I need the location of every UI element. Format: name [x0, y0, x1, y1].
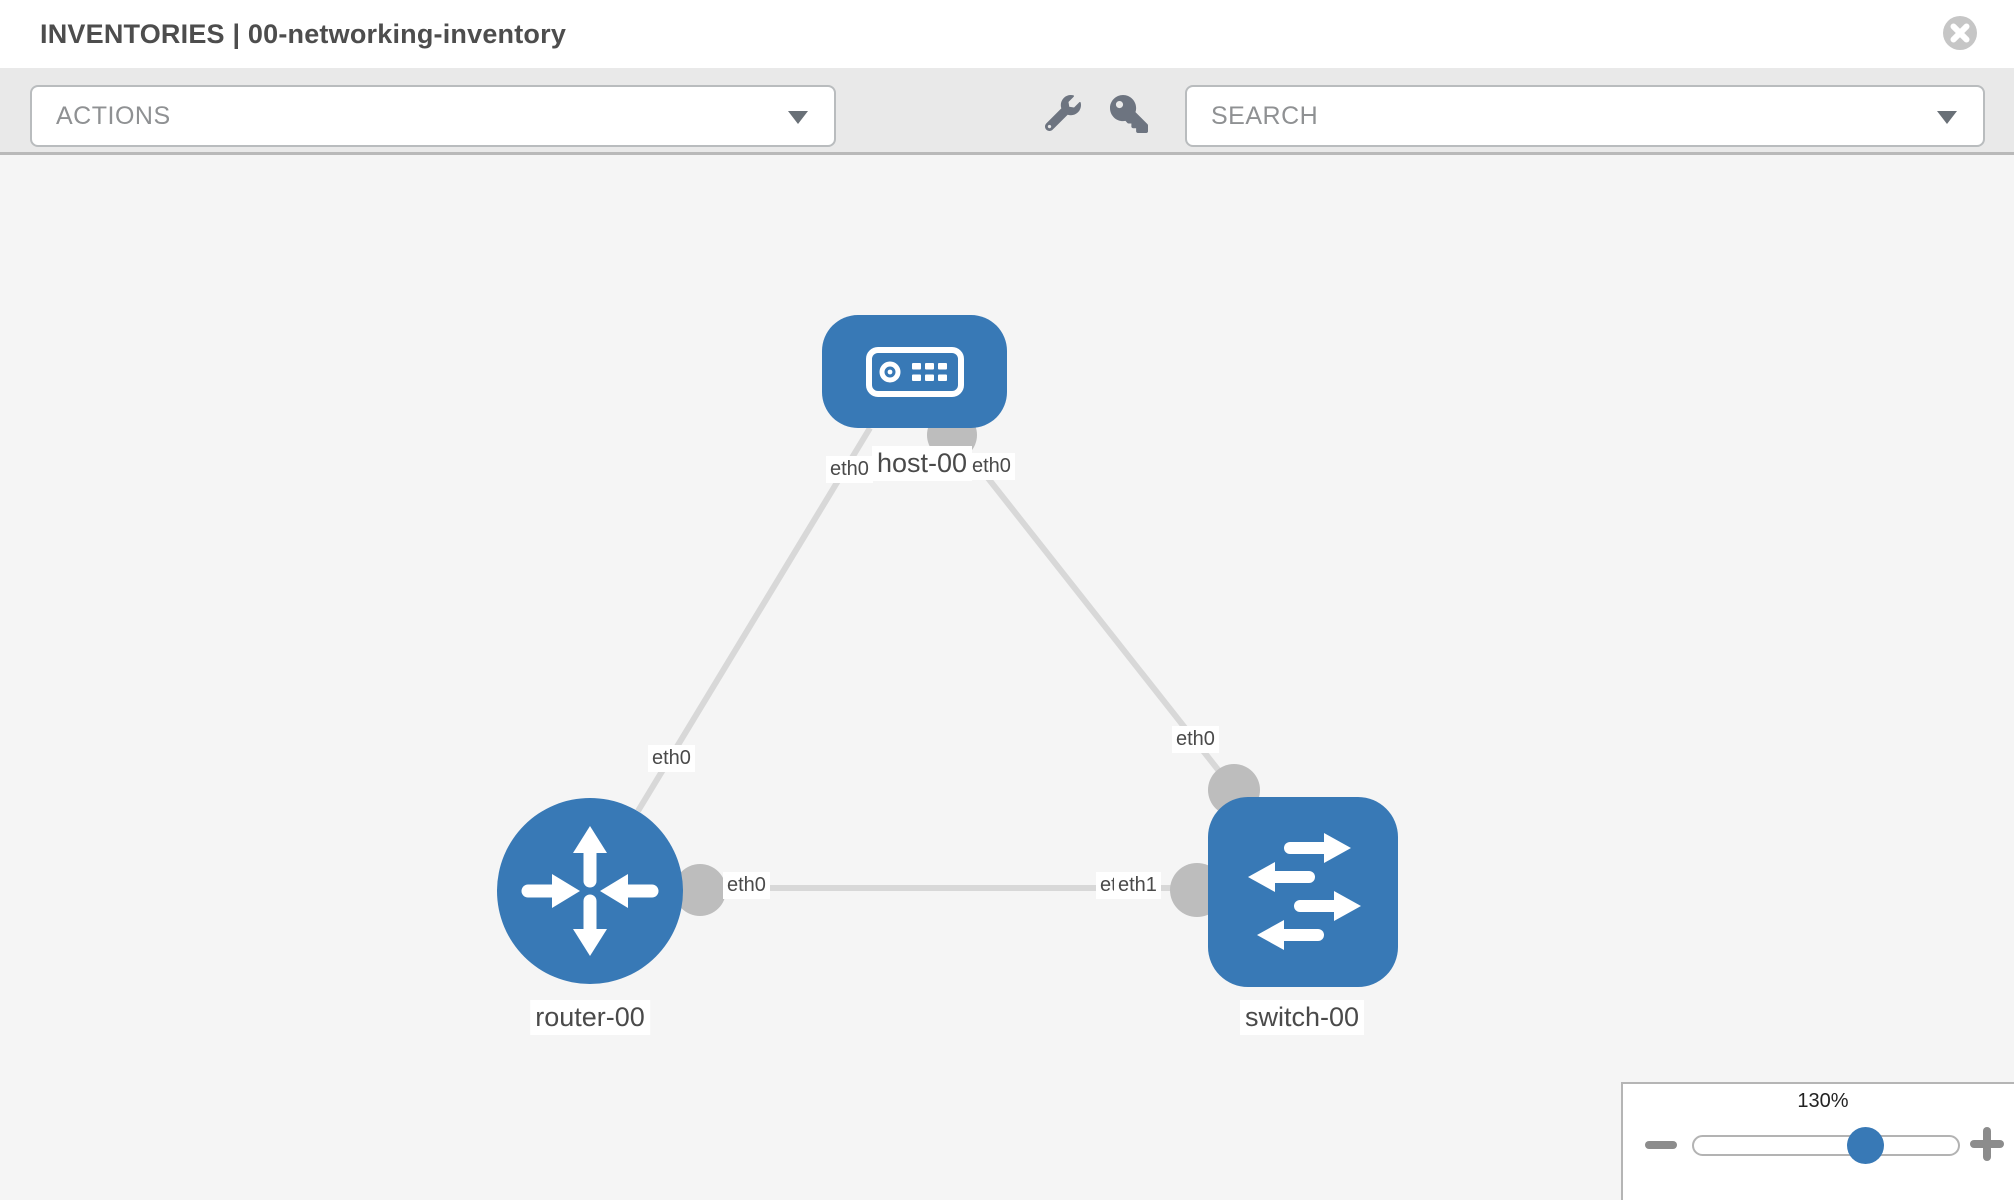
topology-canvas[interactable]: eth0 eth0 eth0 eth0 eth0 eth1 eth1 host-…	[0, 155, 2014, 1200]
minus-icon	[1645, 1141, 1677, 1149]
node-label-router-00: router-00	[530, 1000, 650, 1035]
interface-label-switch00-eth1: eth1	[1114, 872, 1161, 899]
key-icon	[1110, 95, 1148, 133]
plus-icon-vertical-bar	[1983, 1127, 1991, 1161]
node-label-switch-00: switch-00	[1239, 1000, 1365, 1035]
zoom-slider-thumb[interactable]	[1847, 1127, 1884, 1164]
node-host-00[interactable]	[822, 315, 1007, 428]
router-icon	[521, 826, 659, 956]
interface-label-router00-eth0-top: eth0	[648, 745, 695, 772]
zoom-out-button[interactable]	[1645, 1134, 1677, 1156]
switch-icon	[1248, 833, 1361, 950]
zoom-slider-track[interactable]	[1692, 1135, 1960, 1156]
close-button[interactable]	[1941, 14, 1979, 52]
zoom-control-panel: 130%	[1621, 1082, 2014, 1200]
chevron-down-icon	[1937, 111, 1957, 124]
actions-dropdown[interactable]: ACTIONS	[30, 85, 836, 147]
interface-label-host00-eth0-right: eth0	[968, 453, 1015, 480]
actions-dropdown-label: ACTIONS	[56, 102, 171, 130]
toolbar: ACTIONS SEARCH	[0, 68, 2014, 155]
interface-label-host00-eth0-left: eth0	[826, 456, 873, 483]
node-label-host-00: host-00	[872, 446, 973, 481]
tools-button[interactable]	[1044, 95, 1082, 133]
zoom-level-value: 130%	[1797, 1090, 1849, 1112]
header: INVENTORIES | 00-networking-inventory	[0, 0, 2014, 68]
interface-label-switch00-eth0-top: eth0	[1172, 726, 1219, 753]
search-dropdown-label: SEARCH	[1211, 102, 1319, 130]
page-title: INVENTORIES | 00-networking-inventory	[40, 19, 567, 49]
credentials-button[interactable]	[1110, 95, 1148, 133]
close-icon	[1943, 16, 1977, 50]
node-switch-00[interactable]	[1208, 797, 1398, 987]
wrench-icon	[1044, 95, 1081, 132]
topology-links-layer	[635, 410, 1260, 917]
chevron-down-icon	[788, 111, 808, 124]
host-icon	[865, 346, 964, 397]
node-router-00[interactable]	[497, 798, 683, 984]
search-dropdown[interactable]: SEARCH	[1185, 85, 1985, 147]
connector-router00-right	[674, 864, 726, 916]
interface-label-router00-eth0-right: eth0	[723, 872, 770, 899]
zoom-in-button[interactable]	[1970, 1127, 2004, 1161]
